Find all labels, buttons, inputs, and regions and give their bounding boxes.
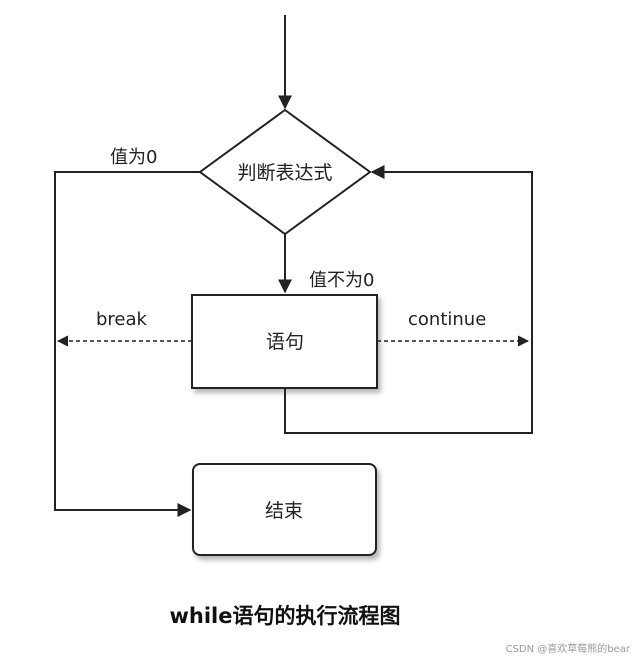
false-label: 值为0	[110, 147, 157, 168]
diagram-caption: while语句的执行流程图	[169, 604, 401, 628]
loop-back-line	[284, 165, 533, 434]
false-path-line	[54, 171, 200, 517]
break-label: break	[96, 309, 148, 330]
end-label: 结束	[265, 500, 303, 522]
end-box	[192, 463, 377, 556]
true-label: 值不为0	[309, 270, 374, 291]
statement-box	[191, 294, 378, 389]
continue-label: continue	[408, 309, 486, 330]
condition-label: 判断表达式	[237, 162, 332, 184]
while-flowchart: 判断表达式 值为0 值不为0 语句 break continue 结束	[54, 15, 533, 556]
source-credit: CSDN @喜欢草莓熊的bear	[505, 644, 630, 655]
statement-label: 语句	[266, 331, 304, 353]
